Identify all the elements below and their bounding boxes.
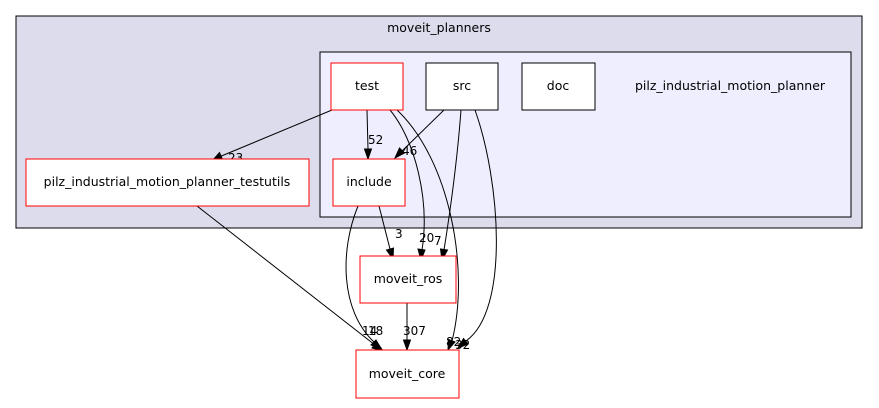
arrowhead-test-moveit-ros: [417, 248, 426, 262]
edge-label-src-moveit-core: 32: [455, 338, 470, 352]
node-include[interactable]: include: [332, 158, 406, 207]
arrowhead-src-include: [393, 147, 406, 160]
node-moveit-ros[interactable]: moveit_ros: [359, 255, 457, 304]
edge-test-moveit-core: [396, 109, 459, 342]
node-test-box: [330, 62, 404, 111]
node-moveit-core-label: moveit_core: [369, 366, 446, 381]
arrowhead-moveit-ros-moveit-core: [402, 339, 412, 352]
edge-src-moveit-ros: [443, 109, 462, 251]
edge-test-moveit-ros: [389, 109, 425, 251]
node-pilz-testutils-box: [25, 158, 310, 207]
edge-testutils-moveit-core: [196, 205, 376, 346]
edge-label-src-include: 46: [402, 144, 417, 158]
node-doc-label: doc: [547, 78, 570, 93]
arrowhead-src-moveit-core: [456, 337, 469, 350]
node-test-label: test: [355, 78, 379, 93]
node-src-box: [425, 62, 499, 111]
edge-label-test-include: 52: [368, 133, 383, 147]
node-test[interactable]: test: [330, 62, 404, 111]
edge-label-src-moveit-ros: 7: [434, 234, 442, 248]
cluster-pilz-title: pilz_industrial_motion_planner: [635, 78, 826, 93]
node-src-label: src: [453, 78, 471, 93]
node-pilz-testutils[interactable]: pilz_industrial_motion_planner_testutils: [25, 158, 310, 207]
cluster-moveit-planners-title: moveit_planners: [387, 20, 491, 35]
edge-src-include: [401, 109, 445, 152]
edge-test-include: [366, 109, 369, 150]
node-src[interactable]: src: [425, 62, 499, 111]
edge-test-testutils: [218, 109, 333, 158]
node-pilz-testutils-label: pilz_industrial_motion_planner_testutils: [44, 174, 291, 189]
edge-label-include-moveit-ros: 3: [395, 227, 403, 241]
edge-include-moveit-core: [345, 205, 375, 343]
node-moveit-ros-box: [359, 255, 457, 304]
edge-src-moveit-core: [465, 109, 497, 342]
node-doc[interactable]: doc: [521, 62, 596, 111]
node-include-label: include: [346, 174, 392, 189]
edge-label-testutils-moveit-core: 18: [368, 324, 383, 338]
edges: 23 52 46 20 7 3 18 14 307: [196, 109, 497, 352]
node-moveit-ros-label: moveit_ros: [374, 271, 443, 286]
edge-label-test-moveit-core: 82: [446, 335, 461, 349]
arrowhead-include-moveit-core: [370, 339, 383, 350]
edge-label-include-moveit-core: 14: [362, 324, 377, 338]
edge-label-moveit-ros-moveit-core: 307: [403, 324, 426, 338]
node-doc-box: [521, 62, 596, 111]
edge-include-moveit-ros: [378, 205, 391, 250]
edge-label-test-moveit-ros: 20: [419, 231, 434, 245]
node-moveit-core-box: [355, 349, 460, 399]
arrowhead-test-include: [363, 148, 373, 161]
node-moveit-core[interactable]: moveit_core: [355, 349, 460, 399]
node-include-box: [332, 158, 406, 207]
arrowhead-test-moveit-core: [447, 338, 456, 352]
